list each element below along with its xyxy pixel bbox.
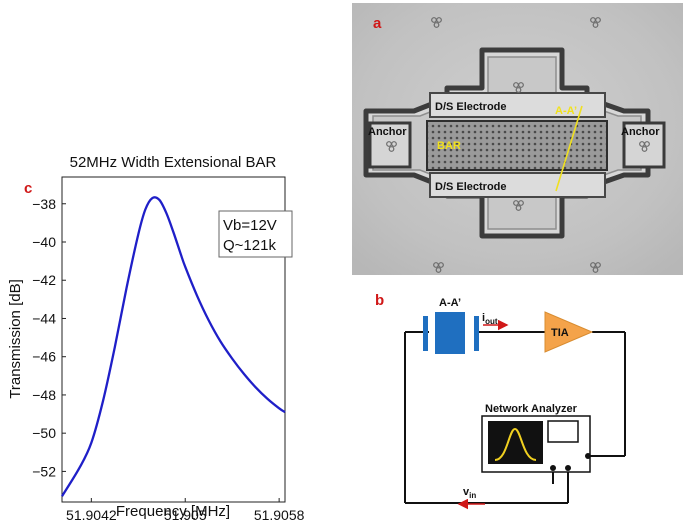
y-tick-label: −38 bbox=[32, 196, 56, 212]
plot-frame bbox=[61, 176, 286, 503]
anchor-right-label: Anchor bbox=[621, 126, 660, 138]
network-analyzer-label: Network Analyzer bbox=[485, 403, 578, 415]
panel-c-letter: c bbox=[24, 180, 33, 197]
v-in-subscript: in bbox=[469, 491, 476, 500]
ds-electrode-bottom-label: D/S Electrode bbox=[435, 181, 507, 193]
panel-a-letter: a bbox=[373, 15, 382, 32]
y-ticks: −38 −40 −42 −44 −46 −48 −50 −52 bbox=[32, 196, 66, 479]
y-tick-label: −52 bbox=[32, 463, 56, 479]
bar-label: BAR bbox=[437, 140, 461, 152]
ds-electrode-top-label: D/S Electrode bbox=[435, 101, 507, 113]
y-tick-label: −50 bbox=[32, 425, 56, 441]
annotation-box: Vb=12V Q~121k bbox=[218, 210, 293, 258]
y-tick-label: −44 bbox=[32, 310, 56, 326]
anchor-left-label: Anchor bbox=[368, 126, 407, 138]
micrograph-a: D/S Electrode D/S Electrode Anchor Ancho… bbox=[352, 3, 683, 275]
x-axis-label: Frequency [MHz] bbox=[116, 503, 230, 520]
tia-label: TIA bbox=[551, 327, 569, 339]
y-axis-label: Transmission [dB] bbox=[7, 279, 24, 398]
x-tick-label: 51.9042 bbox=[66, 507, 117, 523]
y-tick-label: −46 bbox=[32, 349, 56, 365]
device-label: A-A’ bbox=[439, 297, 461, 309]
v-in-label: v bbox=[463, 486, 470, 498]
y-tick-label: −48 bbox=[32, 387, 56, 403]
annotation-line-2: Q~121k bbox=[223, 237, 276, 254]
svg-text:vin: vin bbox=[463, 486, 476, 500]
panel-b-letter: b bbox=[375, 292, 385, 309]
i-out-subscript: out bbox=[485, 317, 498, 326]
circuit-b: A-A’ iout TIA Network Analyzer vin bbox=[404, 297, 626, 510]
chart-title: 52MHz Width Extensional BAR bbox=[70, 154, 277, 171]
y-tick-label: −42 bbox=[32, 272, 56, 288]
i-out-label: i bbox=[482, 312, 485, 324]
annotation-line-1: Vb=12V bbox=[223, 217, 277, 234]
cut-label: A-A’ bbox=[555, 105, 577, 117]
y-tick-label: −40 bbox=[32, 234, 56, 250]
x-tick-label: 51.9058 bbox=[254, 507, 305, 523]
x-tick-label: 51.905 bbox=[164, 507, 207, 523]
series-line bbox=[61, 196, 286, 497]
svg-text:iout: iout bbox=[482, 312, 498, 326]
chart-c: 52MHz Width Extensional BAR −38 −40 −42 −44… bbox=[7, 154, 305, 523]
x-ticks: 51.9042 51.905 51.9058 bbox=[66, 498, 305, 523]
